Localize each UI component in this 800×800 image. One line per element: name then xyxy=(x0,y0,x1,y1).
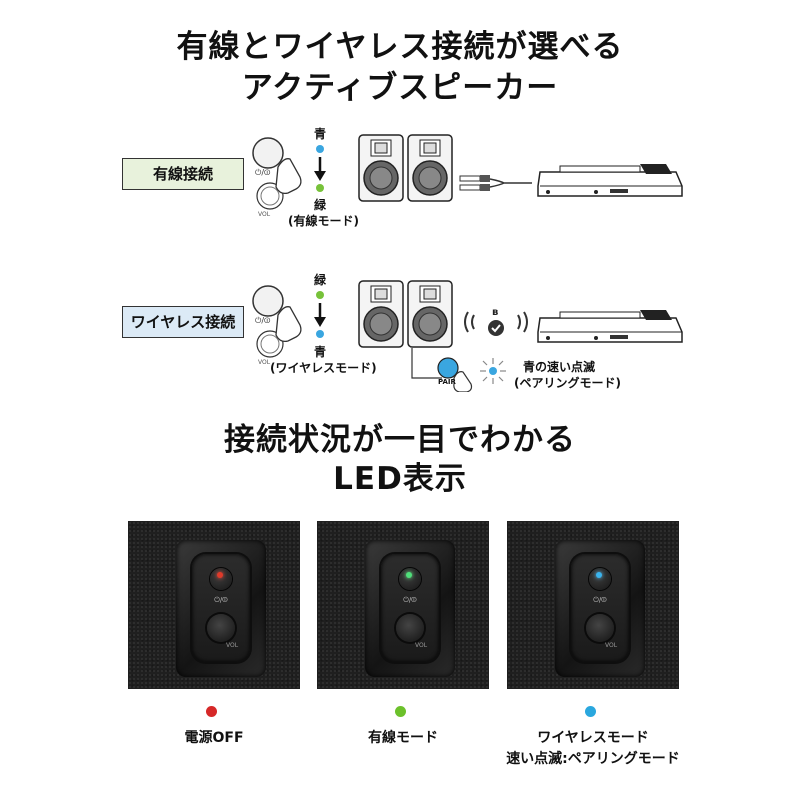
control-panel-illustration-wired: ⏻/⏼ VOL xyxy=(252,137,302,218)
wired-mode-label: (有線モード) xyxy=(288,214,359,228)
blink-mode-label: (ペアリングモード) xyxy=(514,376,621,390)
pair-button-illustration xyxy=(437,357,473,392)
pair-button-label: PAIR xyxy=(438,378,456,386)
power-button xyxy=(589,568,611,590)
vol-label: VOL xyxy=(226,642,239,649)
rca-cable-icon xyxy=(459,175,532,191)
power-button-label: ⏻/⏼ xyxy=(593,596,607,604)
status-dot-red xyxy=(206,706,217,717)
blink-title-label: 青の速い点滅 xyxy=(523,360,596,374)
wired-connection-tag: 有線接続 xyxy=(122,158,244,190)
status-label-wired: 有線モード xyxy=(368,730,438,746)
arrow-down-icon xyxy=(314,157,326,181)
svg-text:⏻/⏼: ⏻/⏼ xyxy=(255,168,271,177)
speakers-illustration-wireless xyxy=(358,280,453,348)
headline-top-line2: アクティブスピーカー xyxy=(241,70,559,106)
speakers-illustration-wired xyxy=(358,134,453,202)
status-label-wireless: ワイヤレスモード xyxy=(537,730,649,746)
vol-label: VOL xyxy=(605,642,618,649)
status-dot-green xyxy=(395,706,406,717)
status-sublabel-pairing: 速い点滅:ペアリングモード xyxy=(506,751,680,767)
led-photo-wired-mode: ⏻/⏼ VOL xyxy=(317,521,489,689)
svg-text:VOL: VOL xyxy=(258,211,271,218)
wireless-from-color-label: 緑 xyxy=(314,273,327,287)
headline-top-line1: 有線とワイヤレス接続が選べる xyxy=(176,29,624,65)
blue-led-dot xyxy=(316,330,324,338)
vol-label: VOL xyxy=(415,642,428,649)
wireless-connection-tag: ワイヤレス接続 xyxy=(122,306,244,338)
pair-connector-line xyxy=(411,348,442,379)
power-button xyxy=(210,568,232,590)
green-led-dot xyxy=(316,184,324,192)
svg-text:⏻/⏼: ⏻/⏼ xyxy=(255,316,271,325)
headline-led-line2: LED表示 xyxy=(333,461,467,497)
led-photo-wireless-mode: ⏻/⏼ VOL xyxy=(507,521,679,689)
blue-led-dot xyxy=(316,145,324,153)
headline-led-line1: 接続状況が一目でわかる xyxy=(224,422,576,458)
volume-knob xyxy=(207,614,235,642)
wired-to-color-label: 緑 xyxy=(314,198,327,212)
power-button xyxy=(399,568,421,590)
turntable-illustration-wired xyxy=(537,164,683,197)
svg-text:ʙ: ʙ xyxy=(492,307,498,318)
red-led-indicator xyxy=(217,572,223,578)
wired-from-color-label: 青 xyxy=(314,127,327,141)
status-label-power-off: 電源OFF xyxy=(184,730,244,746)
svg-text:VOL: VOL xyxy=(258,359,271,366)
power-button-label: ⏻/⏼ xyxy=(403,596,417,604)
green-led-indicator xyxy=(406,572,412,578)
power-button-label: ⏻/⏼ xyxy=(214,596,228,604)
wireless-mode-label: (ワイヤレスモード) xyxy=(270,361,377,375)
turntable-illustration-wireless xyxy=(537,310,683,343)
control-panel-illustration-wireless: ⏻/⏼ VOL xyxy=(252,285,302,366)
blue-led-indicator xyxy=(596,572,602,578)
wireless-to-color-label: 青 xyxy=(314,345,327,359)
blink-burst-icon xyxy=(480,358,506,384)
green-led-dot xyxy=(316,291,324,299)
led-photo-power-off: ⏻/⏼ VOL xyxy=(128,521,300,689)
volume-knob xyxy=(396,614,424,642)
volume-knob xyxy=(586,614,614,642)
arrow-down-icon xyxy=(314,303,326,327)
bluetooth-signal-icon: ʙ xyxy=(464,307,528,336)
status-dot-blue xyxy=(585,706,596,717)
